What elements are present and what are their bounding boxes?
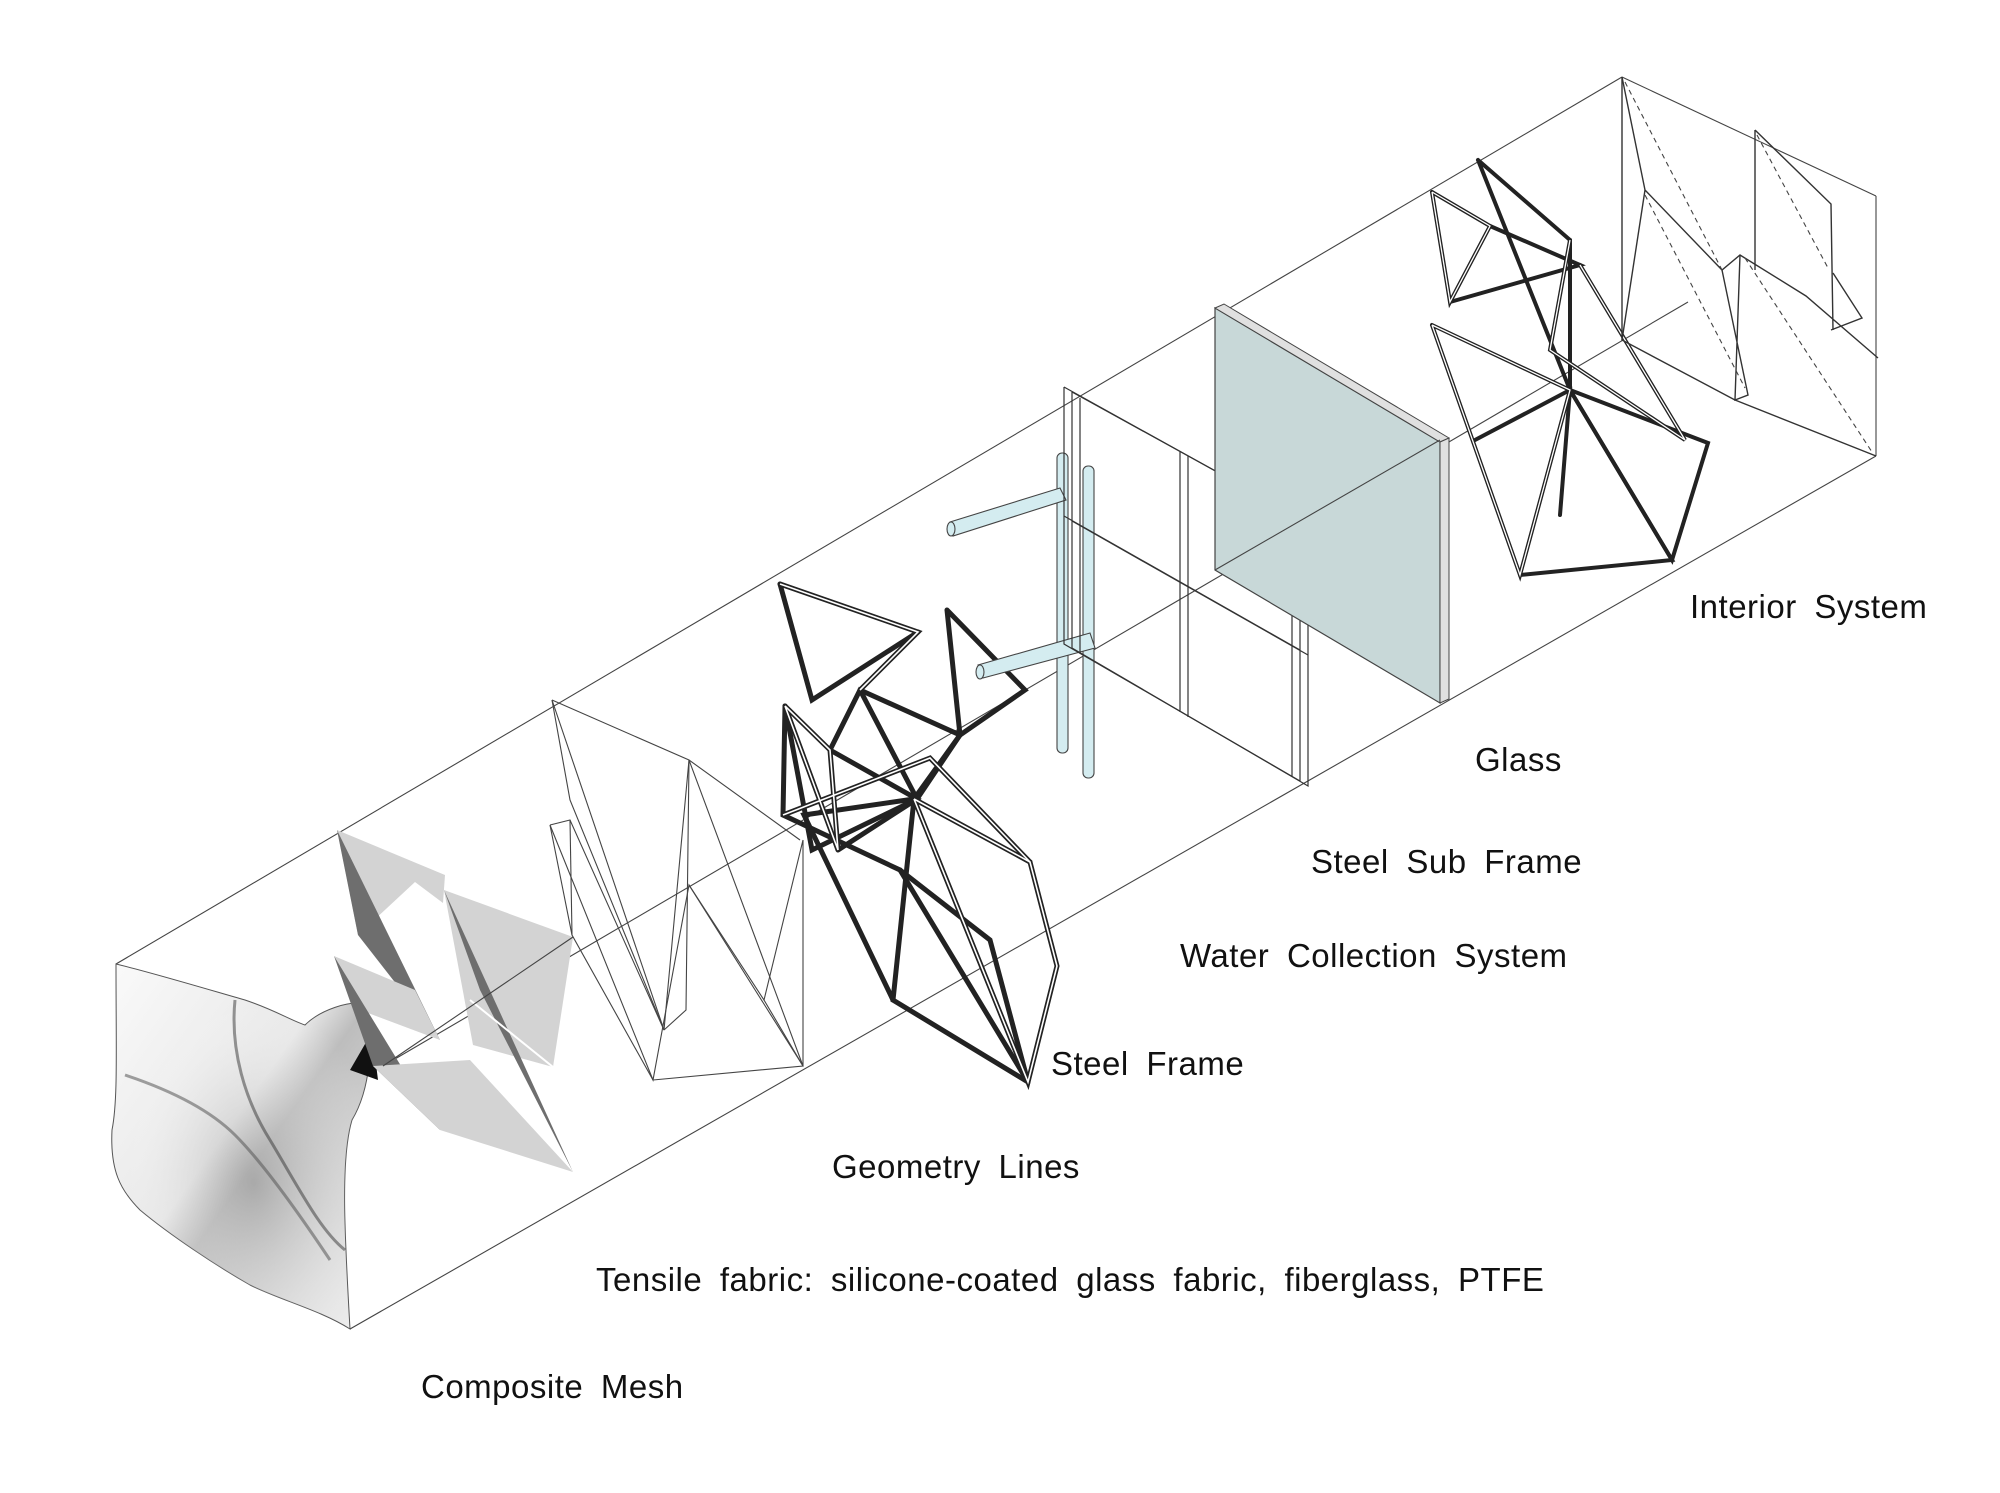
label-steel-sub-frame: Steel Sub Frame [1311,843,1583,880]
label-geometry-lines: Geometry Lines [832,1148,1080,1185]
label-composite-mesh: Composite Mesh [421,1368,684,1405]
glass-layer [1213,303,1451,705]
label-tensile-fabric: Tensile fabric: silicone-coated glass fa… [596,1261,1545,1298]
label-steel-frame: Steel Frame [1051,1045,1245,1082]
geometry-lines-layer [549,699,804,1082]
interior-system-layer [1430,76,1879,582]
bounding-box [115,76,1877,1330]
steel-sub-frame-layer [1063,386,1309,788]
steel-frame-layer [777,581,1060,1091]
water-collection-layer [946,452,1096,779]
label-glass: Glass [1475,741,1562,778]
tensile-fabric-layer [334,830,574,1172]
label-interior-system: Interior System [1690,588,1928,625]
composite-mesh-layer [111,963,378,1330]
label-water-collection-system: Water Collection System [1180,937,1568,974]
